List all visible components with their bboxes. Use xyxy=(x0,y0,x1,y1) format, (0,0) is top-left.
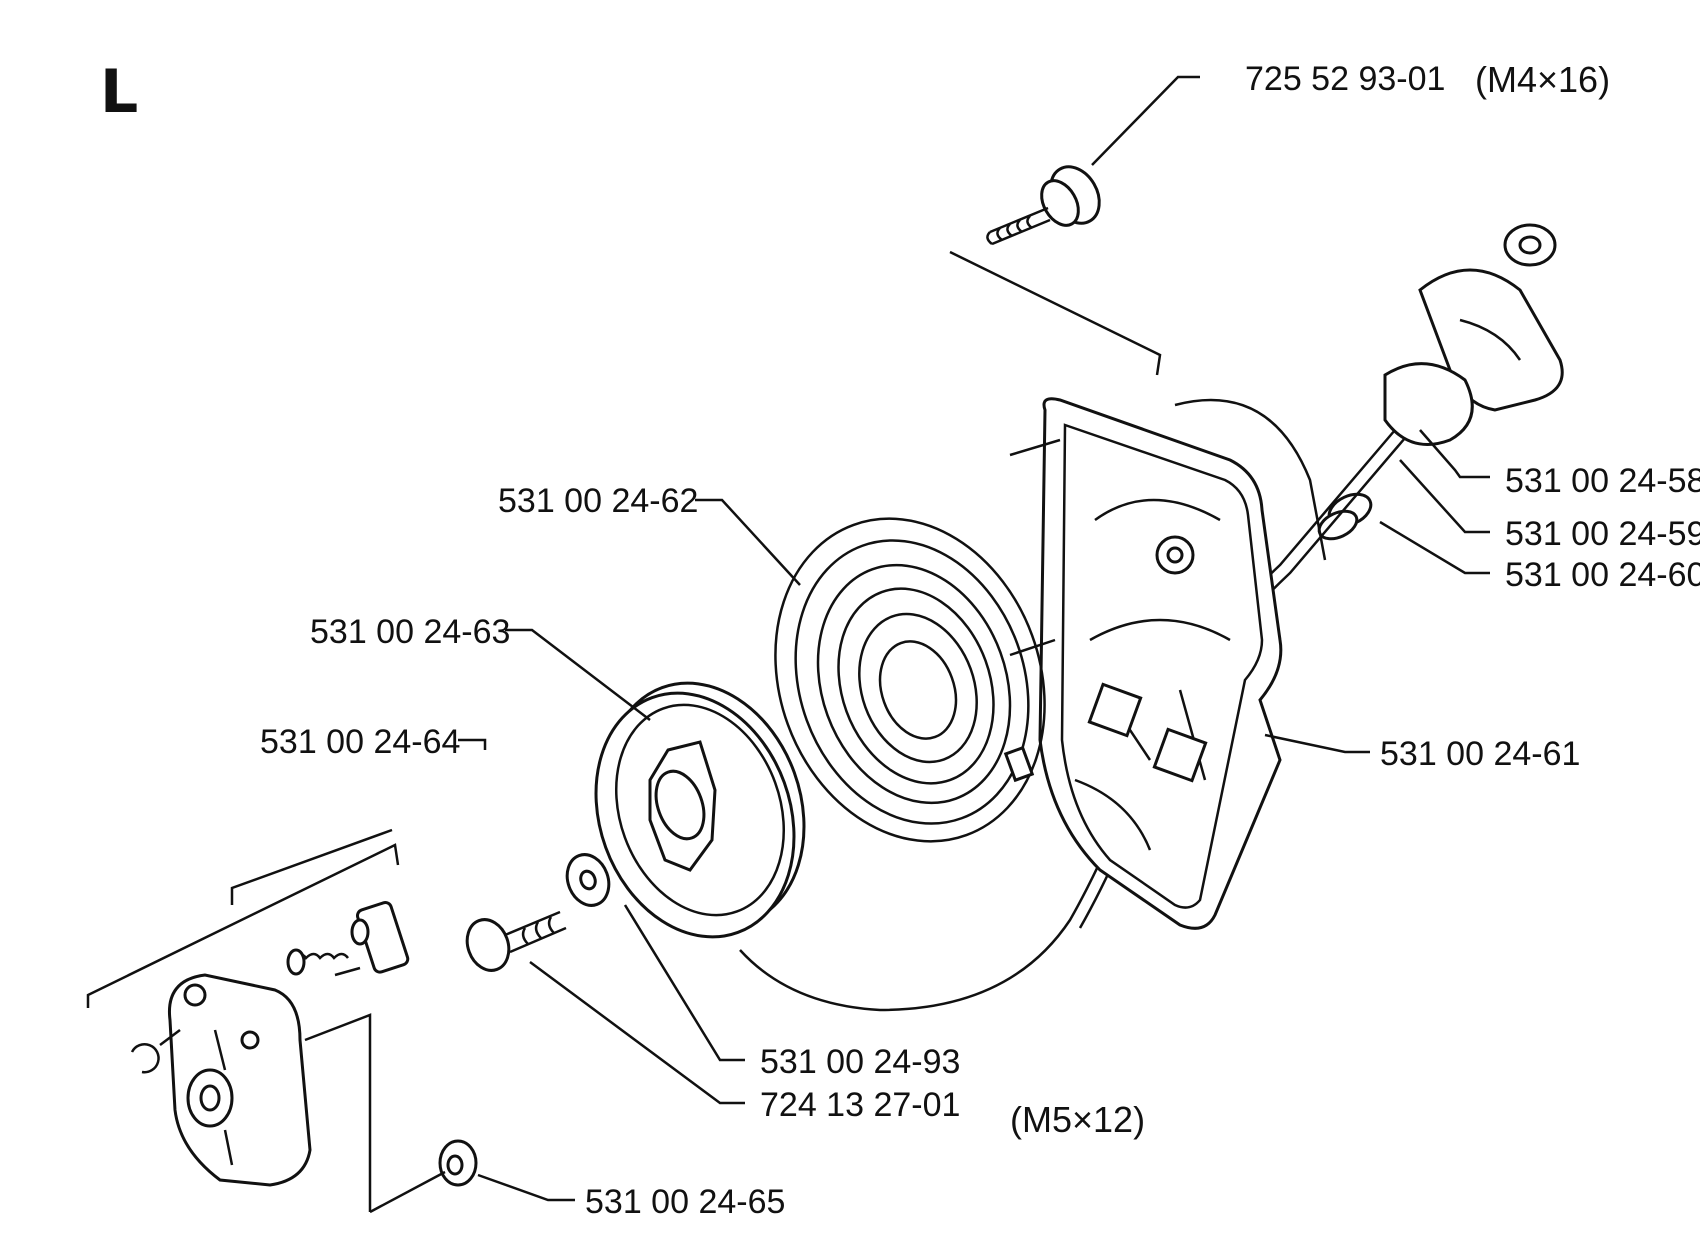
label-531-00-24-60: 531 00 24-60 xyxy=(1505,556,1700,594)
label-724-13-27-01: 724 13 27-01 xyxy=(760,1086,960,1124)
recoil-spring-drawing xyxy=(774,517,1046,843)
label-725-52-93-01: 725 52 93-01 xyxy=(1245,60,1445,98)
nut-drawing xyxy=(369,1139,478,1214)
pawl-kit-drawing xyxy=(86,828,410,1008)
center-screw-drawing xyxy=(465,910,567,972)
spec-m5x12: (M5×12) xyxy=(1010,1099,1145,1140)
label-531-00-24-58: 531 00 24-58 xyxy=(1505,462,1700,500)
screw-drawing xyxy=(949,165,1162,376)
label-531-00-24-61: 531 00 24-61 xyxy=(1380,735,1580,773)
section-letter: L xyxy=(100,57,138,127)
label-531-00-24-59: 531 00 24-59 xyxy=(1505,515,1700,553)
label-531-00-24-93: 531 00 24-93 xyxy=(760,1043,960,1081)
spec-m4x16: (M4×16) xyxy=(1475,59,1610,100)
label-531-00-24-64: 531 00 24-64 xyxy=(260,723,460,761)
starter-housing-drawing xyxy=(1009,397,1327,930)
pawl-carrier-drawing xyxy=(130,973,372,1212)
rope-pulley-drawing xyxy=(594,681,806,939)
label-531-00-24-65: 531 00 24-65 xyxy=(585,1183,785,1221)
rope-guide-drawing xyxy=(1317,362,1474,541)
washer-drawing xyxy=(565,853,611,907)
label-531-00-24-63: 531 00 24-63 xyxy=(310,613,510,651)
leader-lines xyxy=(458,75,1490,1202)
label-531-00-24-62: 531 00 24-62 xyxy=(498,482,698,520)
